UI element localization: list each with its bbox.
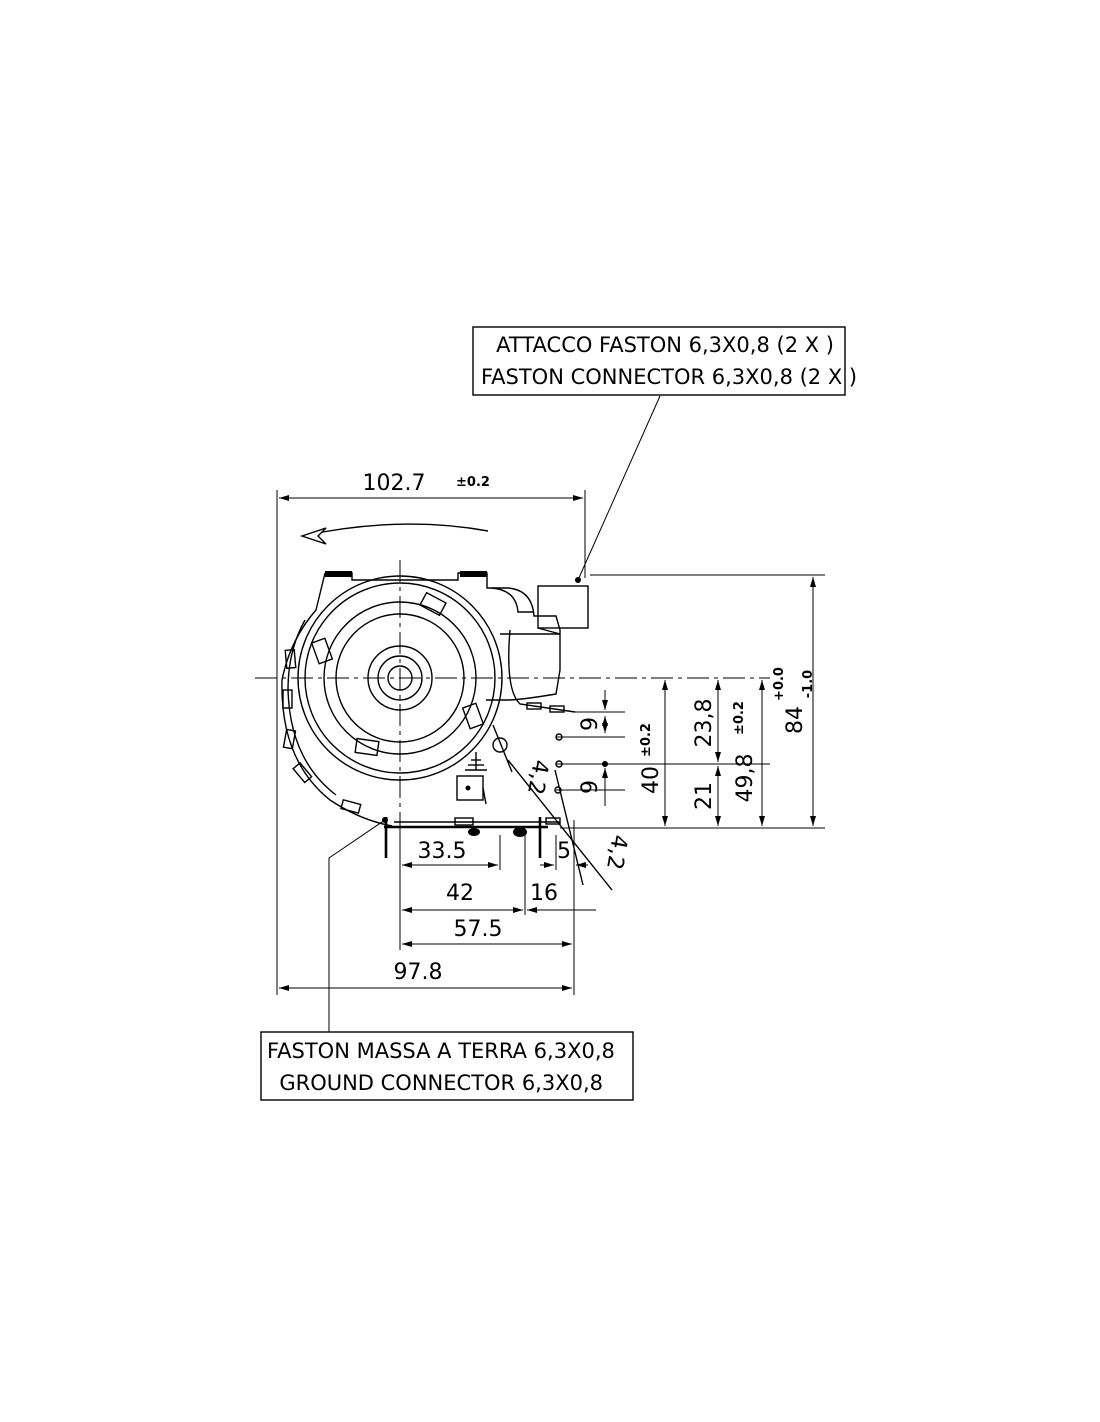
dim-57-5: 57.5 <box>454 917 503 942</box>
dim-84-tol-plus: +0.0 <box>772 667 787 701</box>
dim-9-upper: 9 <box>578 717 603 731</box>
dim-23-8: 23,8 <box>692 699 717 748</box>
dim-5: 5 <box>557 839 571 864</box>
base-plate <box>384 817 561 858</box>
dim-42: 42 <box>446 881 474 906</box>
dim-21: 21 <box>692 782 717 810</box>
dim-84-tol-minus: -1.0 <box>801 670 816 698</box>
dim-23-8-tol: ±0.2 <box>732 701 747 735</box>
dim-97-8: 97.8 <box>394 960 443 985</box>
dim-16: 16 <box>530 881 558 906</box>
note-bottom-line2: GROUND CONNECTOR 6,3X0,8 <box>279 1071 603 1095</box>
note-top-line2: FASTON CONNECTOR 6,3X0,8 (2 X ) <box>481 365 857 389</box>
dim-84: 84 <box>783 706 808 734</box>
dim-width-top-tol: ±0.2 <box>456 475 490 490</box>
dim-49-8: 49,8 <box>733 754 758 803</box>
dim-40: 40 <box>639 766 664 794</box>
dim-33-5: 33.5 <box>418 839 467 864</box>
blower-housing <box>281 571 589 827</box>
dim-horizontals: 33.5 5 42 16 57.5 97.8 <box>279 820 596 995</box>
dim-9-lower: 9 <box>578 780 603 794</box>
note-box-top: ATTACCO FASTON 6,3X0,8 (2 X ) FASTON CON… <box>472 326 857 396</box>
dim-width-top-value: 102.7 <box>363 471 426 496</box>
note-bottom-line1: FASTON MASSA A TERRA 6,3X0,8 <box>267 1039 615 1063</box>
leader-top <box>577 395 661 581</box>
hole-label-b: 4,2 <box>601 833 632 872</box>
leader-top-dot <box>575 577 581 583</box>
leader-bottom <box>328 819 386 1032</box>
hole-label-a: 4,2 <box>522 758 553 797</box>
note-box-bottom: FASTON MASSA A TERRA 6,3X0,8 GROUND CONN… <box>260 1031 634 1101</box>
ground-symbol <box>456 752 487 805</box>
rotation-direction-arrow <box>299 523 489 545</box>
dim-verticals: 9 9 ±0.2 40 23,8 ±0.2 21 49,8 84 +0.0 -1… <box>556 574 825 829</box>
dim-width-top: 102.7 ±0.2 <box>276 471 586 995</box>
note-top-line1: ATTACCO FASTON 6,3X0,8 (2 X ) <box>496 333 834 357</box>
dim-40-tol: ±0.2 <box>639 723 654 757</box>
